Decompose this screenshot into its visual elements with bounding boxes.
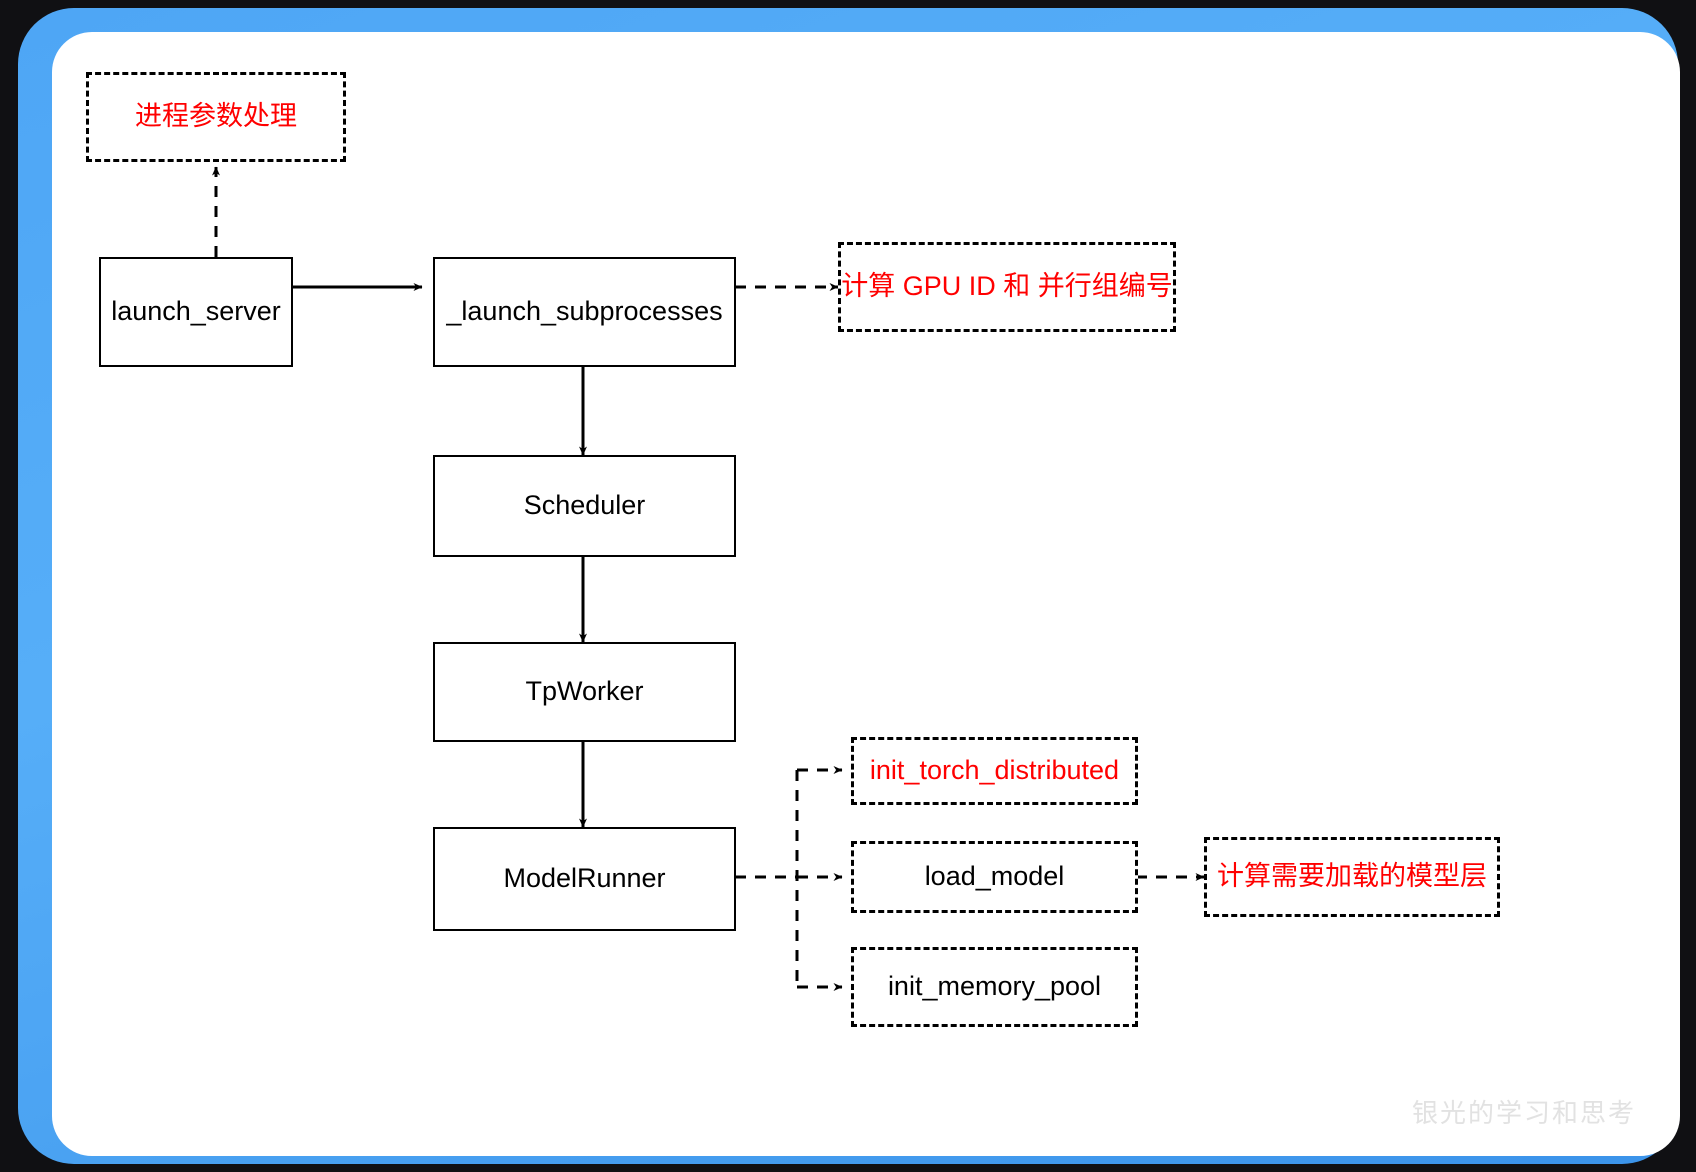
- diagram-canvas: 进程参数处理 launch_server _launch_subprocesse…: [52, 32, 1680, 1156]
- node-process-args[interactable]: 进程参数处理: [86, 72, 346, 162]
- node-load-model[interactable]: load_model: [851, 841, 1138, 913]
- node-tp-worker[interactable]: TpWorker: [433, 642, 736, 742]
- blue-outer-border: 进程参数处理 launch_server _launch_subprocesse…: [18, 8, 1680, 1164]
- node-launch-subprocesses[interactable]: _launch_subprocesses: [433, 257, 736, 367]
- node-init-memory-pool[interactable]: init_memory_pool: [851, 947, 1138, 1027]
- watermark-text: 银光的学习和思考: [1411, 1099, 1636, 1129]
- node-gpu-id-note[interactable]: 计算 GPU ID 和 并行组编号: [838, 242, 1176, 332]
- node-scheduler[interactable]: Scheduler: [433, 455, 736, 557]
- node-model-layers-note[interactable]: 计算需要加载的模型层: [1204, 837, 1500, 917]
- node-init-torch-distributed[interactable]: init_torch_distributed: [851, 737, 1138, 805]
- node-model-runner[interactable]: ModelRunner: [433, 827, 736, 931]
- node-launch-server[interactable]: launch_server: [99, 257, 293, 367]
